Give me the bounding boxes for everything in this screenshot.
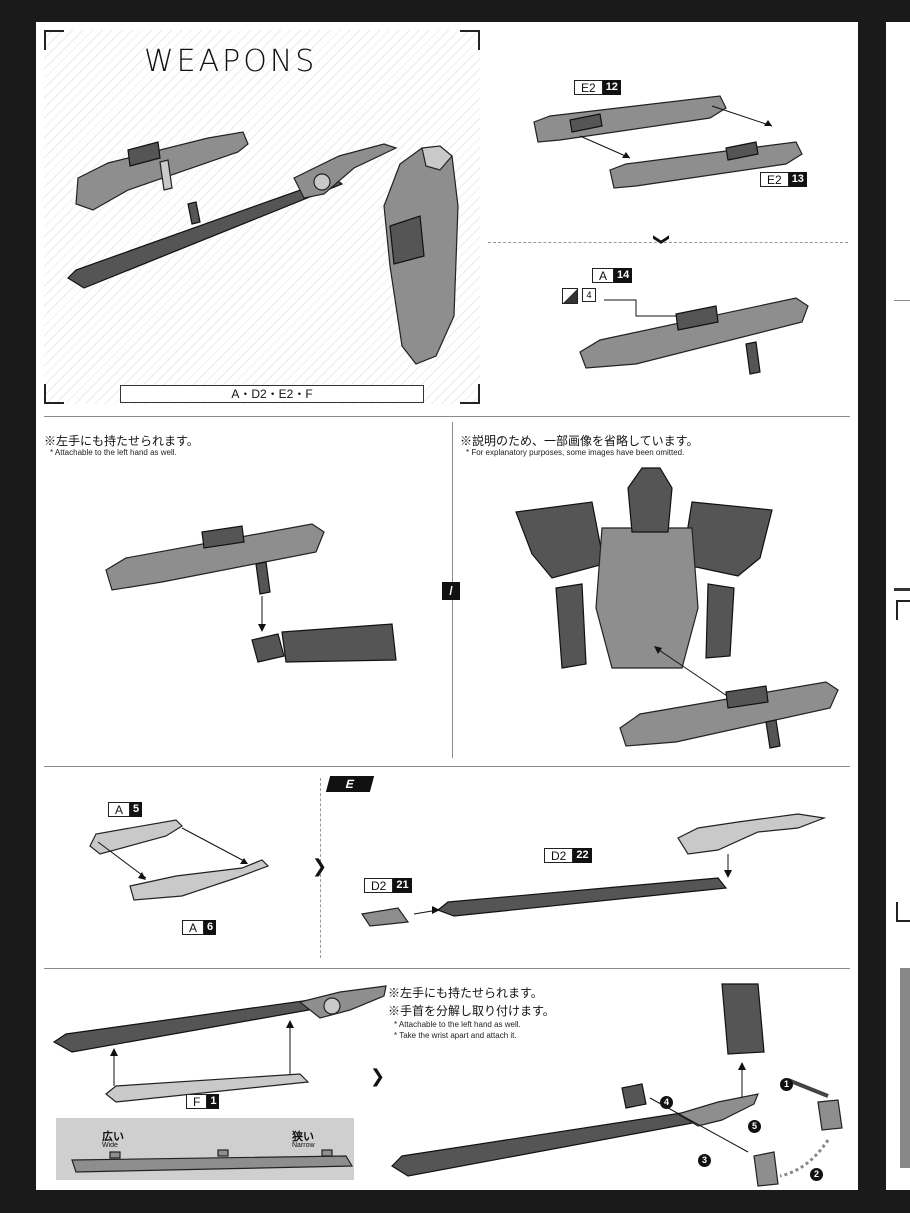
wide-label-jp: 広い xyxy=(102,1131,124,1143)
step-divider xyxy=(488,242,848,243)
row-divider xyxy=(44,416,850,417)
small-part-number: 4 xyxy=(582,288,596,302)
note-wrist-en: * Take the wrist apart and attach it. xyxy=(394,1031,517,1040)
step-number-2: 2 xyxy=(810,1168,823,1181)
shield-illustration xyxy=(383,145,459,365)
adjacent-page-edge xyxy=(886,22,910,1190)
sticker-icon xyxy=(562,288,578,304)
adjacent-divider xyxy=(894,300,910,301)
assembly-arrows xyxy=(579,105,773,159)
row-divider xyxy=(44,968,850,969)
rifle-attach-illustration xyxy=(619,646,839,749)
robot-body-illustration xyxy=(515,467,773,669)
wide-label-en: Wide xyxy=(102,1142,118,1149)
note-left-hand-jp: ※左手にも持たせられます。 xyxy=(44,434,199,448)
page-title: WEAPONS xyxy=(144,44,318,79)
rifle-illustration xyxy=(75,131,249,225)
guard-assembly-illustration xyxy=(89,819,270,901)
step-divider xyxy=(320,778,321,958)
wide-narrow-guide: 広い Wide 狭い Narrow xyxy=(56,1118,354,1180)
adjacent-divider xyxy=(894,588,910,591)
step-number-4: 4 xyxy=(660,1096,673,1109)
narrow-label-jp: 狭い xyxy=(292,1131,314,1143)
row-divider xyxy=(44,766,850,767)
frame-corner xyxy=(44,384,64,404)
adjacent-frame-corner xyxy=(896,902,910,922)
frame-corner xyxy=(44,30,64,50)
note-left-hand-en: * Attachable to the left hand as well. xyxy=(50,448,177,457)
step-number-5: 5 xyxy=(748,1120,761,1133)
rifle-half-left xyxy=(533,95,727,143)
frame-corner xyxy=(460,30,480,50)
rifle-half-right xyxy=(609,141,803,189)
adjacent-illustration xyxy=(900,968,910,1168)
note-left-hand2-jp: ※左手にも持たせられます。 xyxy=(388,986,543,1000)
sword-blade-assembly xyxy=(360,813,827,927)
sword-in-hand-illustration xyxy=(391,983,843,1187)
note-omitted-jp: ※説明のため、一部画像を省略しています。 xyxy=(460,434,699,448)
omitted-image-icon: / xyxy=(442,582,460,600)
step-arrow: ❯ xyxy=(312,856,328,877)
sword-illustration xyxy=(67,143,398,289)
grip-part-profile xyxy=(71,1149,354,1173)
step-arrow: ❯ xyxy=(370,1066,386,1087)
blade-grip-illustration xyxy=(52,985,387,1103)
note-left-hand2-en: * Attachable to the left hand as well. xyxy=(394,1020,521,1029)
note-wrist-jp: ※手首を分解し取り付けます。 xyxy=(388,1004,555,1018)
section-badge-e: E xyxy=(325,776,375,792)
narrow-label-en: Narrow xyxy=(292,1142,315,1149)
frame-corner xyxy=(460,384,480,404)
step-number-1: 1 xyxy=(780,1078,793,1091)
note-omitted-en: * For explanatory purposes, some images … xyxy=(466,448,685,457)
step-number-3: 3 xyxy=(698,1154,711,1167)
completed-rifle xyxy=(579,297,809,375)
adjacent-frame-corner xyxy=(896,600,910,620)
rifle-in-hand-illustration xyxy=(105,523,397,663)
step-arrow-down: ❯ xyxy=(653,232,673,247)
weapons-overview-panel: WEAPONS A・D2・E2・F xyxy=(44,30,480,404)
parts-list-box: A・D2・E2・F xyxy=(120,385,424,403)
